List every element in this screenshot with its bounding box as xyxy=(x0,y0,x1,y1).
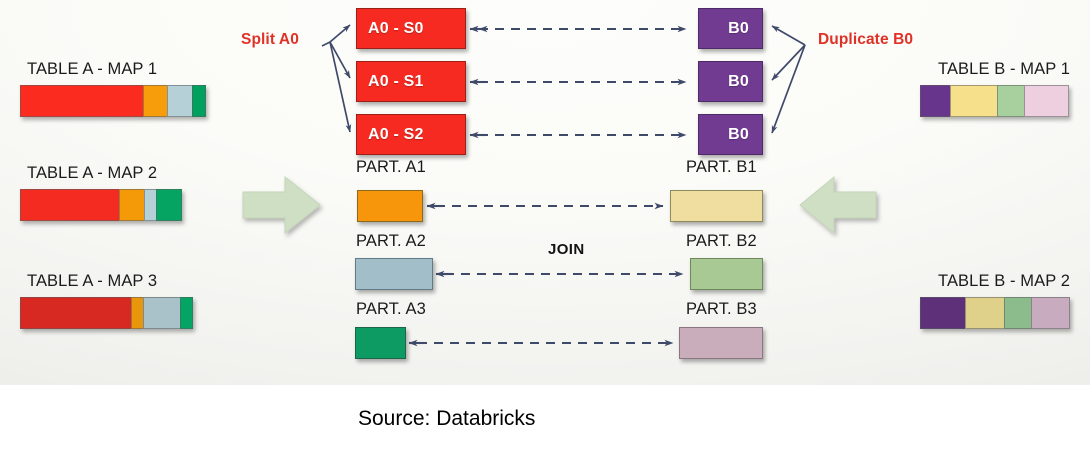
duplicate-box-b0-2-label: B0 xyxy=(728,72,749,90)
caption-bar: Source: Databricks xyxy=(0,385,1090,460)
bar-segment-a3 xyxy=(180,297,193,329)
part-b2-label: PART. B2 xyxy=(686,232,757,250)
join-label: JOIN xyxy=(548,241,585,258)
split-box-a0-s2[interactable]: A0 - S2 xyxy=(356,114,466,155)
bar-segment-a2 xyxy=(143,297,181,329)
green-arrow-left-icon xyxy=(799,175,877,235)
green-arrow-right-icon xyxy=(242,175,321,235)
bar-segment-b1 xyxy=(950,85,998,117)
part-a2-box[interactable] xyxy=(355,258,433,290)
duplicate-b0-arrows xyxy=(771,25,806,134)
duplicate-box-b0-3-label: B0 xyxy=(728,125,749,143)
bar-segment-b0 xyxy=(920,85,951,117)
duplicate-box-b0-2[interactable]: B0 xyxy=(698,61,763,102)
bar-segment-b2 xyxy=(1004,297,1032,329)
split-box-a0-s1[interactable]: A0 - S1 xyxy=(356,61,466,102)
part-b1-box[interactable] xyxy=(670,190,763,222)
duplicate-box-b0-3[interactable]: B0 xyxy=(698,114,763,155)
table-a-map-1-label: TABLE A - MAP 1 xyxy=(27,60,158,78)
split-a0-arrows xyxy=(321,24,352,133)
table-b-map-1-bar xyxy=(920,85,1069,117)
bar-segment-a1 xyxy=(119,189,145,221)
table-a-map-1-bar xyxy=(20,85,206,117)
part-a1-box[interactable] xyxy=(357,190,423,222)
split-box-a0-s0[interactable]: A0 - S0 xyxy=(356,8,466,49)
table-a-map-3-bar xyxy=(20,297,193,329)
bar-segment-b2 xyxy=(997,85,1025,117)
part-a3-box[interactable] xyxy=(355,327,406,359)
part-b2-box[interactable] xyxy=(690,258,763,290)
duplicate-box-b0-1[interactable]: B0 xyxy=(698,8,763,49)
bar-segment-a3 xyxy=(192,85,206,117)
split-box-a0-s1-label: A0 - S1 xyxy=(368,72,424,90)
bar-segment-a3 xyxy=(156,189,182,221)
bar-segment-a0 xyxy=(20,297,132,329)
table-a-map-2-bar xyxy=(20,189,182,221)
split-box-a0-s0-label: A0 - S0 xyxy=(368,19,424,37)
split-a0-annotation: Split A0 xyxy=(241,31,299,48)
source-caption: Source: Databricks xyxy=(358,407,536,430)
bar-segment-b3 xyxy=(1031,297,1070,329)
bar-segment-a0 xyxy=(20,85,144,117)
part-a1-label: PART. A1 xyxy=(356,158,426,176)
part-b3-box[interactable] xyxy=(679,327,763,359)
bar-segment-a0 xyxy=(20,189,120,221)
part-a2-label: PART. A2 xyxy=(356,232,426,250)
table-a-map-3-label: TABLE A - MAP 3 xyxy=(27,272,158,290)
bar-segment-a2 xyxy=(167,85,193,117)
part-b3-label: PART. B3 xyxy=(686,300,757,318)
bar-segment-b0 xyxy=(920,297,966,329)
table-b-map-2-bar xyxy=(920,297,1070,329)
bar-segment-b1 xyxy=(965,297,1005,329)
diagram-canvas: TABLE A - MAP 1 TABLE A - MAP 2 TABLE A … xyxy=(0,0,1090,385)
part-b1-label: PART. B1 xyxy=(686,158,757,176)
table-b-map-1-label: TABLE B - MAP 1 xyxy=(938,60,1071,78)
duplicate-b0-annotation: Duplicate B0 xyxy=(818,31,914,48)
bar-segment-a1 xyxy=(143,85,168,117)
part-a3-label: PART. A3 xyxy=(356,300,426,318)
split-box-a0-s2-label: A0 - S2 xyxy=(368,125,424,143)
table-a-map-2-label: TABLE A - MAP 2 xyxy=(27,164,158,182)
table-b-map-2-label: TABLE B - MAP 2 xyxy=(938,272,1071,290)
bar-segment-b3 xyxy=(1024,85,1069,117)
duplicate-box-b0-1-label: B0 xyxy=(728,19,749,37)
